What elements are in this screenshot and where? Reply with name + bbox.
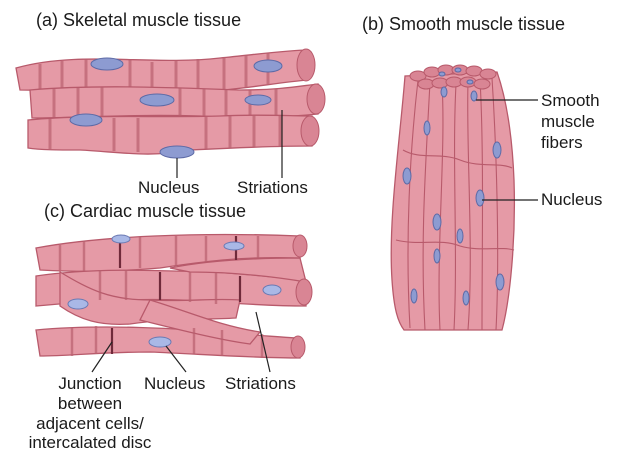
cardiac-title: (c) Cardiac muscle tissue	[44, 201, 246, 221]
cardiac-junction-label-line3: adjacent cells/	[15, 415, 165, 433]
cardiac-junction-label-line1: Junction	[30, 375, 150, 393]
cardiac-junction-label-line2: between	[30, 395, 150, 413]
cardiac-nucleus	[149, 337, 171, 347]
cardiac-nucleus-label: Nucleus	[144, 375, 205, 393]
cardiac-junction-label-line4: intercalated disc	[0, 434, 180, 452]
cardiac-fibers	[36, 235, 312, 359]
cardiac-striations-label: Striations	[225, 375, 296, 393]
